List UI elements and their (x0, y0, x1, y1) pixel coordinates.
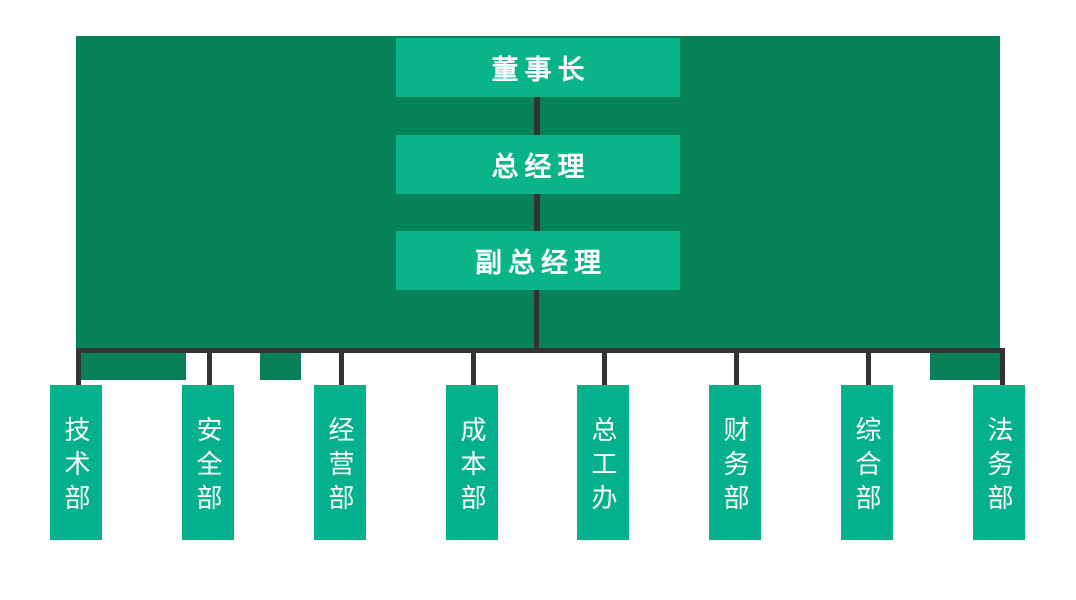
connector-deputy-gm-to-rail (534, 290, 539, 348)
exec-label-deputy-general-manager: 副总经理 (475, 248, 607, 278)
drop-line-finance (866, 348, 871, 386)
exec-box-general-manager[interactable]: 总经理 (396, 135, 680, 194)
dept-box-general-affairs[interactable]: 综合部 (841, 385, 893, 540)
horizontal-connector-rail (76, 348, 1005, 353)
dept-label-general-affairs: 综合部 (852, 415, 882, 518)
drop-line-cost (602, 348, 607, 386)
dept-label-safety: 安全部 (193, 415, 223, 518)
drop-line-technology (207, 348, 212, 386)
dept-box-chief-engineer[interactable]: 总工办 (577, 385, 629, 540)
dept-box-operations[interactable]: 经营部 (314, 385, 366, 540)
stub-block-mid (260, 348, 301, 380)
dept-label-cost: 成本部 (457, 415, 487, 518)
dept-label-operations: 经营部 (325, 415, 355, 518)
connector-chairman-to-gm (534, 97, 540, 135)
drop-line-operations (471, 348, 476, 386)
stub-block-left (81, 348, 186, 380)
dept-label-legal: 法务部 (984, 415, 1014, 518)
exec-box-chairman[interactable]: 董事长 (396, 38, 680, 97)
dept-box-safety[interactable]: 安全部 (182, 385, 234, 540)
dept-label-technology: 技术部 (61, 415, 91, 518)
exec-label-general-manager: 总经理 (491, 152, 591, 182)
dept-box-cost[interactable]: 成本部 (446, 385, 498, 540)
dept-box-finance[interactable]: 财务部 (709, 385, 761, 540)
exec-box-deputy-general-manager[interactable]: 副总经理 (396, 231, 680, 290)
dept-box-technology[interactable]: 技术部 (50, 385, 102, 540)
rail-end-cap-left (76, 348, 81, 386)
exec-label-chairman: 董事长 (491, 55, 591, 85)
dept-box-legal[interactable]: 法务部 (973, 385, 1025, 540)
drop-line-chief-engineer (734, 348, 739, 386)
dept-label-finance: 财务部 (720, 415, 750, 518)
dept-label-chief-engineer: 总工办 (588, 415, 618, 518)
drop-line-safety (339, 348, 344, 386)
rail-end-cap-right (1000, 348, 1005, 386)
stub-block-right (930, 348, 1000, 380)
connector-gm-to-deputy-gm (534, 194, 540, 231)
